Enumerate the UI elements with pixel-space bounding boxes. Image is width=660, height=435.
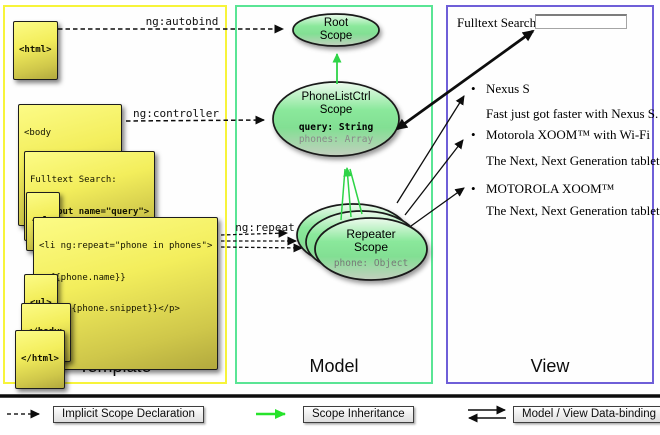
phone-name: Motorola XOOM™ with Wi-Fi	[486, 127, 651, 142]
legend-scope-inheritance: Scope Inheritance	[303, 406, 414, 423]
phone-name: Nexus S	[486, 81, 530, 96]
list-item: • MOTOROLA XOOM™	[471, 181, 614, 197]
repeater-scope-title: Repeater Scope	[346, 227, 396, 254]
phone-snippet: Fast just got faster with Nexus S.	[486, 106, 659, 121]
bullet-icon: •	[471, 81, 476, 96]
phone-snippet: The Next, Next Generation tablet.	[486, 203, 660, 218]
ng-repeat-label: ng:repeat	[235, 221, 295, 234]
code-line: {{phone.name}}	[39, 272, 126, 283]
list-item: • Motorola XOOM™ with Wi-Fi	[471, 127, 650, 143]
model-column	[235, 5, 433, 384]
ng-autobind-label: ng:autobind	[145, 15, 219, 28]
html-open-tag-box: <html>	[13, 21, 58, 80]
fulltext-search-label: Fulltext Search:	[457, 15, 540, 30]
phone-name: MOTOROLA XOOM™	[486, 181, 615, 196]
code-line: </html>	[21, 354, 59, 364]
code-line: <li ng:repeat="phone in phones">	[39, 241, 213, 251]
bullet-icon: •	[471, 181, 476, 196]
code-line: <body	[24, 128, 52, 138]
bullet-icon: •	[471, 127, 476, 142]
legend-implicit-scope-declaration: Implicit Scope Declaration	[53, 406, 204, 423]
phone-snippet: The Next, Next Generation tablet.	[486, 153, 660, 168]
view-column-label: View	[530, 356, 570, 376]
repeater-phone-prop: phone: Object	[333, 258, 409, 269]
code-line: <p>{{phone.snippet}}</p>	[39, 304, 180, 314]
list-item: • Nexus S	[471, 81, 530, 97]
phonelistctrl-scope-title: PhoneListCtrl Scope	[301, 91, 371, 116]
phonelist-phones-prop: phones: Array	[298, 134, 374, 145]
model-column-label: Model	[309, 356, 359, 376]
ng-controller-label: ng:controller	[132, 107, 220, 120]
code-line: <html>	[19, 45, 52, 55]
code-line: Fulltext Search:	[30, 175, 117, 185]
legend-model-view-data-binding: Model / View Data-binding	[513, 406, 660, 423]
html-close-tag-box: </html>	[15, 330, 65, 389]
fulltext-search-input[interactable]	[535, 14, 627, 29]
root-scope-title: Root Scope	[319, 17, 353, 42]
phonelist-query-prop: query: String	[298, 122, 374, 133]
